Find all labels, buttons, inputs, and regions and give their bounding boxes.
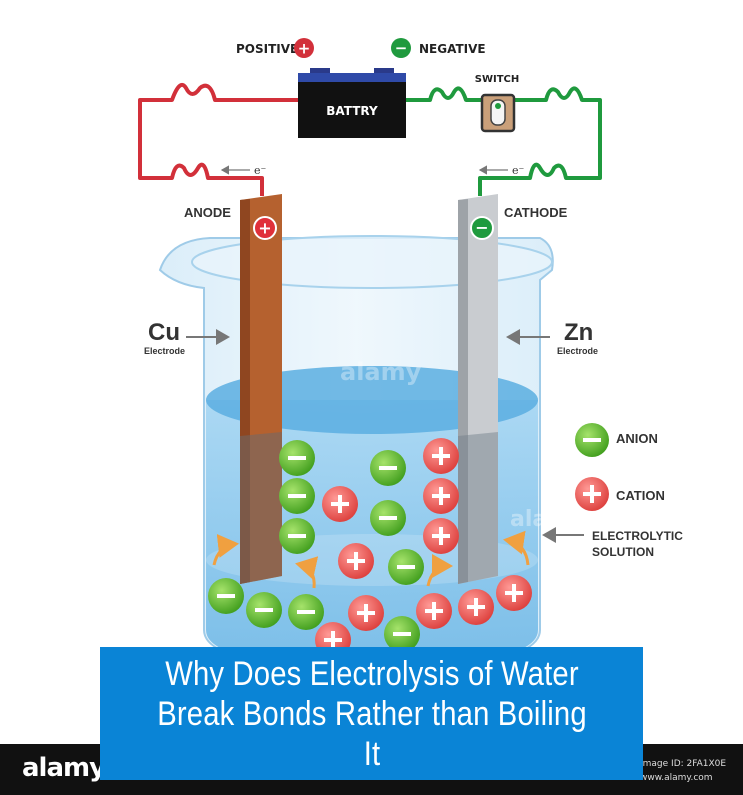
copper-electrode [240, 194, 282, 584]
electrolytic-label-line1: ELECTROLYTIC [592, 529, 683, 543]
anion-ion [388, 549, 424, 585]
battery-label: BATTRY [326, 104, 378, 118]
anion-label: ANION [616, 431, 658, 446]
stock-logo: alamy [22, 753, 106, 783]
anion-ion [279, 478, 315, 514]
switch-icon [480, 93, 516, 133]
anion-ion [384, 616, 420, 652]
stock-site: www.alamy.com [640, 773, 713, 783]
title-banner: Why Does Electrolysis of Water Break Bon… [100, 647, 643, 780]
cu-label: Cu [148, 319, 180, 346]
stock-image-info: Image ID: 2FA1X0E www.alamy.com [640, 757, 740, 785]
anion-ion [208, 578, 244, 614]
anion-ion [370, 450, 406, 486]
cation-ion [423, 518, 459, 554]
electron-left-label: e⁻ [254, 164, 267, 177]
negative-symbol-icon: − [391, 38, 411, 58]
stock-image-id: Image ID: 2FA1X0E [640, 759, 727, 769]
electron-flow-right: e⁻ [478, 164, 525, 177]
circuit-wire-positive [138, 83, 300, 196]
anion-ion [288, 594, 324, 630]
cation-ion [416, 593, 452, 629]
cu-electrode-label: Electrode [144, 346, 185, 356]
flow-arrows [212, 530, 530, 589]
anion-ion [246, 592, 282, 628]
battery-icon [298, 68, 406, 138]
circuit-wire-negative [404, 86, 602, 196]
anion-ions [208, 440, 424, 652]
legend-anion: ANION [575, 423, 658, 457]
anode-label: ANODE [184, 205, 231, 220]
cation-ion [338, 543, 374, 579]
anion-legend-icon [575, 423, 609, 457]
svg-text:−: − [475, 218, 488, 237]
svg-text:+: + [258, 219, 271, 238]
watermark-right: alamy [510, 507, 585, 532]
electron-flow-left: e⁻ [220, 164, 267, 177]
positive-label: POSITIVE [236, 42, 298, 56]
cation-ion [458, 589, 494, 625]
cation-ion [423, 478, 459, 514]
legend-electrolytic: ELECTROLYTIC SOLUTION [542, 527, 683, 559]
svg-text:+: + [298, 40, 311, 58]
anion-ion [370, 500, 406, 536]
anion-ion [279, 440, 315, 476]
electron-right-label: e⁻ [512, 164, 525, 177]
cation-ions [315, 438, 532, 658]
cation-ion [496, 575, 532, 611]
cation-ion [423, 438, 459, 474]
cation-ion [322, 486, 358, 522]
switch-label: SWITCH [475, 74, 519, 85]
zn-label: Zn [564, 319, 593, 346]
positive-symbol-icon: + [294, 38, 314, 58]
page-title: Why Does Electrolysis of Water Break Bon… [156, 654, 587, 773]
svg-text:−: − [395, 39, 408, 57]
legend-cation: CATION [575, 477, 665, 511]
watermark-center: alamy [340, 358, 422, 386]
zn-electrode-label: Electrode [557, 346, 598, 356]
zinc-electrode [458, 194, 498, 584]
cathode-minus-icon: − [470, 216, 494, 240]
electrolytic-label-line2: SOLUTION [592, 545, 654, 559]
negative-label: NEGATIVE [419, 42, 486, 56]
anion-ion [279, 518, 315, 554]
anode-plus-icon: + [253, 216, 277, 240]
cathode-label: CATHODE [504, 205, 568, 220]
cation-label: CATION [616, 488, 665, 503]
cation-ion [348, 595, 384, 631]
cation-legend-icon [575, 477, 609, 511]
